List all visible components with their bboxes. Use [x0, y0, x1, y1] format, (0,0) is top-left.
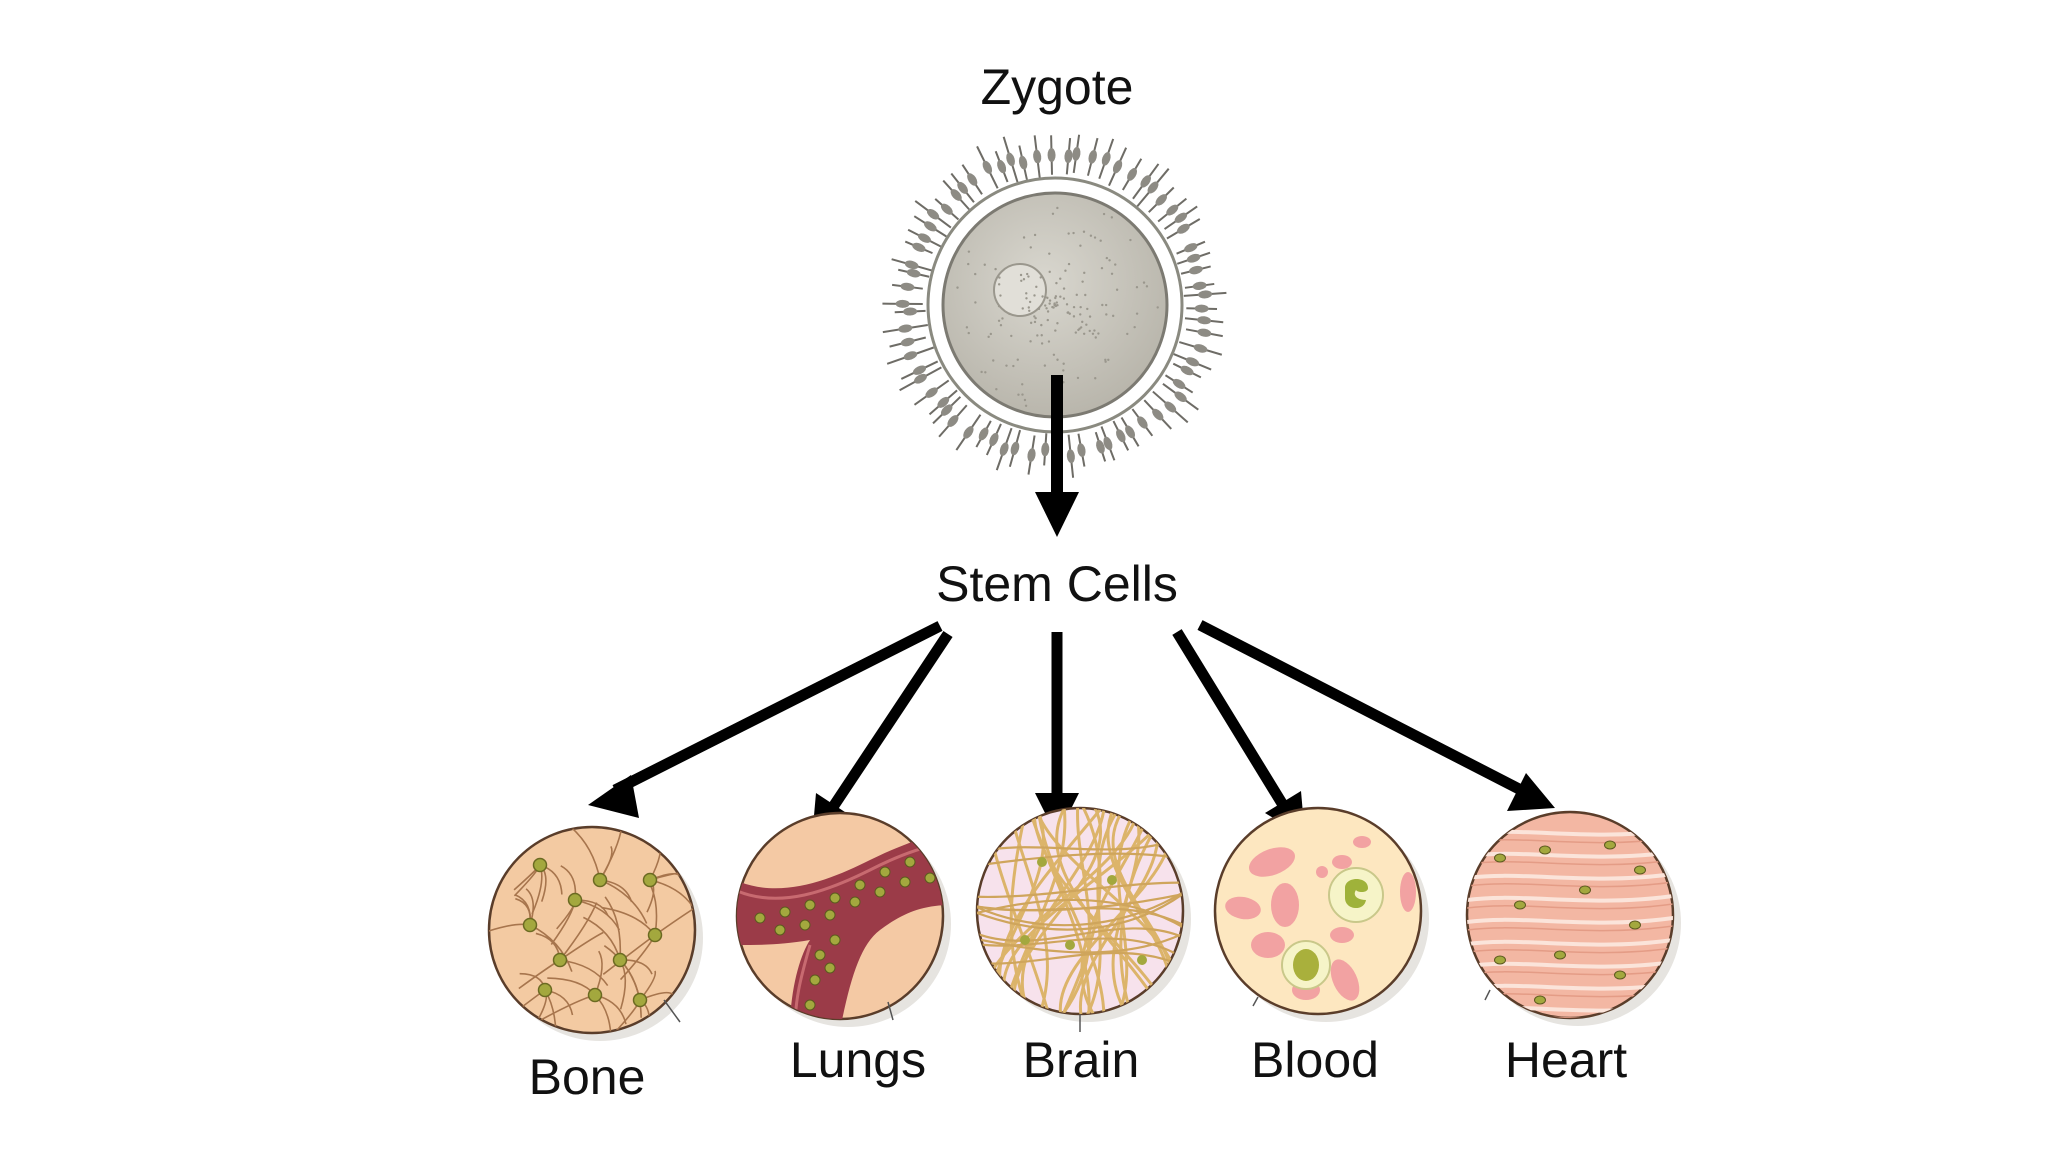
stem-cells-label: Stem Cells — [936, 556, 1178, 612]
corona-radiata-cells — [882, 134, 1227, 478]
zygote-label: Zygote — [981, 59, 1134, 115]
heart-label: Heart — [1505, 1032, 1627, 1088]
arrow-to-brain — [1035, 632, 1079, 837]
heart-tissue-illustration — [1465, 810, 1681, 1026]
arrows-to-tissues — [588, 620, 1555, 838]
blood-label: Blood — [1251, 1032, 1379, 1088]
bone-label: Bone — [529, 1049, 646, 1105]
bone-tissue-illustration — [487, 825, 703, 1041]
arrow-to-blood — [1172, 629, 1305, 837]
arrow-to-bone — [588, 621, 943, 818]
arrow-zygote-to-stem-cells — [1035, 375, 1079, 537]
brain-label: Brain — [1023, 1032, 1140, 1088]
brain-tissue-illustration — [975, 806, 1191, 1032]
arrow-to-lungs — [812, 630, 953, 838]
arrow-to-heart — [1197, 620, 1555, 811]
lungs-label: Lungs — [790, 1032, 926, 1088]
blood-tissue-illustration — [1213, 806, 1429, 1022]
zygote-illustration — [882, 134, 1227, 478]
lungs-tissue-illustration — [735, 811, 951, 1027]
